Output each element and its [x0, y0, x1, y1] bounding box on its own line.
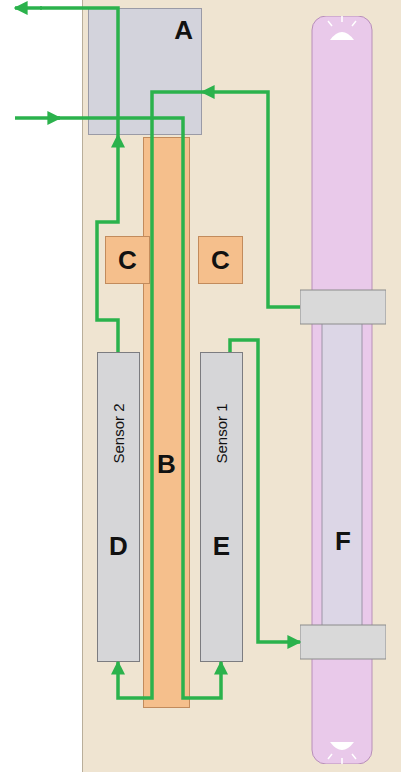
inlet-flow — [15, 116, 60, 120]
part-letter: D — [109, 533, 128, 559]
column: B — [143, 137, 190, 708]
flow-connector — [190, 662, 221, 698]
part-letter: B — [157, 451, 176, 477]
part-letter: C — [211, 247, 230, 273]
outlet-flow — [40, 8, 118, 135]
outlet-flow — [15, 6, 42, 10]
flow-connector — [97, 135, 118, 352]
flow-connector — [118, 662, 143, 698]
part-letter: C — [118, 247, 137, 273]
inlet-flow — [58, 118, 190, 698]
heater-block: C — [105, 236, 150, 284]
part-letter: E — [213, 533, 230, 559]
flow-connector — [230, 340, 300, 642]
sensor-box: Sensor 2 D — [97, 352, 140, 662]
sensor-label: Sensor 2 — [111, 403, 126, 463]
return-flow — [143, 92, 202, 698]
heater-block: C — [198, 236, 243, 284]
sensor-label: Sensor 1 — [214, 403, 229, 463]
manifold-block: A — [88, 8, 202, 135]
uv-lamp: F — [300, 16, 386, 764]
part-letter: F — [335, 528, 351, 554]
lamp-tube — [300, 16, 386, 764]
flow-connector — [202, 92, 300, 307]
part-letter: A — [174, 17, 193, 43]
sensor-box: Sensor 1 E — [200, 352, 243, 662]
